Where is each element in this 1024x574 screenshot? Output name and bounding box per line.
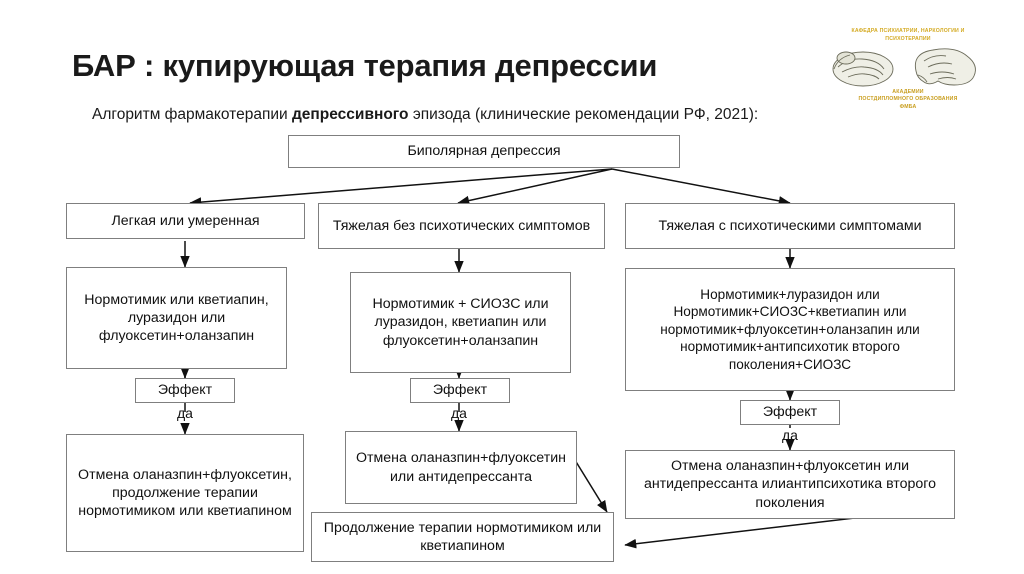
node-branch-severe-no-psychosis-label: Тяжелая без психотических симптомов bbox=[332, 217, 591, 234]
brain-axial-icon bbox=[832, 51, 894, 87]
node-treatment-severe-no-psychosis-label: Нормотимик + СИОЗС или луразидон, кветиа… bbox=[372, 296, 549, 349]
logo-line-5: ФМБА bbox=[899, 104, 917, 111]
node-outcome-severe-no-psychosis-label: Отмена оланазпин+флуоксетин или антидепр… bbox=[356, 450, 566, 485]
subtitle-emphasis: депрессивного bbox=[291, 106, 409, 123]
node-outcome-severe-no-psychosis[interactable]: Отмена оланазпин+флуоксетин или антидепр… bbox=[345, 431, 577, 504]
node-effect-severe-psychosis[interactable]: Эффект bbox=[740, 400, 840, 425]
node-root-label: Биполярная депрессия bbox=[407, 143, 561, 160]
page-title: БАР : купирующая терапия депрессии bbox=[72, 48, 658, 83]
brain-icons-svg bbox=[832, 48, 976, 87]
node-effect-mild-label: Эффект bbox=[157, 382, 213, 399]
node-treatment-mild[interactable]: Нормотимик или кветиапин, луразидон или … bbox=[66, 267, 287, 369]
root-fanout-arrows bbox=[189, 168, 791, 207]
node-branch-mild[interactable]: Легкая или умеренная bbox=[66, 203, 305, 239]
node-root[interactable]: Биполярная депрессия bbox=[288, 135, 680, 168]
subtitle: Алгоритм фармакотерапии депрессивного эп… bbox=[92, 106, 758, 124]
logo-brain-illustrations bbox=[818, 45, 998, 89]
node-effect-severe-psychosis-label: Эффект bbox=[762, 404, 818, 421]
node-treatment-severe-psychosis-label: Нормотимик+луразидон или Нормотимик+СИОЗ… bbox=[660, 287, 920, 372]
label-yes-mild: да bbox=[177, 405, 193, 421]
label-yes-severe-no-psychosis: да bbox=[451, 405, 467, 421]
node-branch-severe-no-psychosis[interactable]: Тяжелая без психотических симптомов bbox=[318, 203, 605, 249]
subtitle-part-1: Алгоритм фармакотерапии bbox=[92, 106, 292, 123]
logo-line-4: ПОСТДИПЛОМНОГО ОБРАЗОВАНИЯ bbox=[858, 96, 958, 103]
node-effect-severe-no-psychosis-label: Эффект bbox=[432, 382, 488, 399]
node-treatment-severe-no-psychosis[interactable]: Нормотимик + СИОЗС или луразидон, кветиа… bbox=[350, 272, 571, 373]
department-logo: КАФЕДРА ПСИХИАТРИИ, НАРКОЛОГИИ И ПСИХОТЕ… bbox=[818, 28, 998, 124]
node-branch-mild-label: Легкая или умеренная bbox=[111, 212, 260, 229]
node-outcome-mild-label: Отмена оланазпин+флуоксетин, продолжение… bbox=[78, 466, 292, 520]
node-outcome-severe-psychosis[interactable]: Отмена оланазпин+флуоксетин или антидепр… bbox=[625, 450, 955, 519]
node-outcome-mild[interactable]: Отмена оланазпин+флуоксетин, продолжение… bbox=[66, 434, 304, 552]
node-branch-severe-psychosis-label: Тяжелая с психотическими симптомами bbox=[658, 217, 922, 234]
node-continuation-therapy[interactable]: Продолжение терапии нормотимиком или кве… bbox=[311, 512, 614, 562]
logo-line-3: АКАДЕМИИ bbox=[892, 88, 924, 95]
node-effect-severe-no-psychosis[interactable]: Эффект bbox=[410, 378, 510, 403]
node-outcome-severe-psychosis-label: Отмена оланазпин+флуоксетин или антидепр… bbox=[643, 458, 937, 511]
brain-sagittal-icon bbox=[914, 48, 976, 86]
logo-line-1: КАФЕДРА ПСИХИАТРИИ, НАРКОЛОГИИ И bbox=[851, 28, 965, 34]
node-treatment-mild-label: Нормотимик или кветиапин, луразидон или … bbox=[84, 291, 269, 345]
label-yes-severe-psychosis: да bbox=[782, 427, 798, 443]
subtitle-part-2: эпизода (клинические рекомендации РФ, 20… bbox=[408, 106, 759, 123]
node-continuation-therapy-label: Продолжение терапии нормотимиком или кве… bbox=[323, 519, 602, 554]
logo-line-2: ПСИХОТЕРАПИИ bbox=[885, 35, 931, 42]
node-treatment-severe-psychosis[interactable]: Нормотимик+луразидон или Нормотимик+СИОЗ… bbox=[625, 268, 955, 391]
node-branch-severe-psychosis[interactable]: Тяжелая с психотическими симптомами bbox=[625, 203, 955, 249]
node-effect-mild[interactable]: Эффект bbox=[135, 378, 235, 403]
